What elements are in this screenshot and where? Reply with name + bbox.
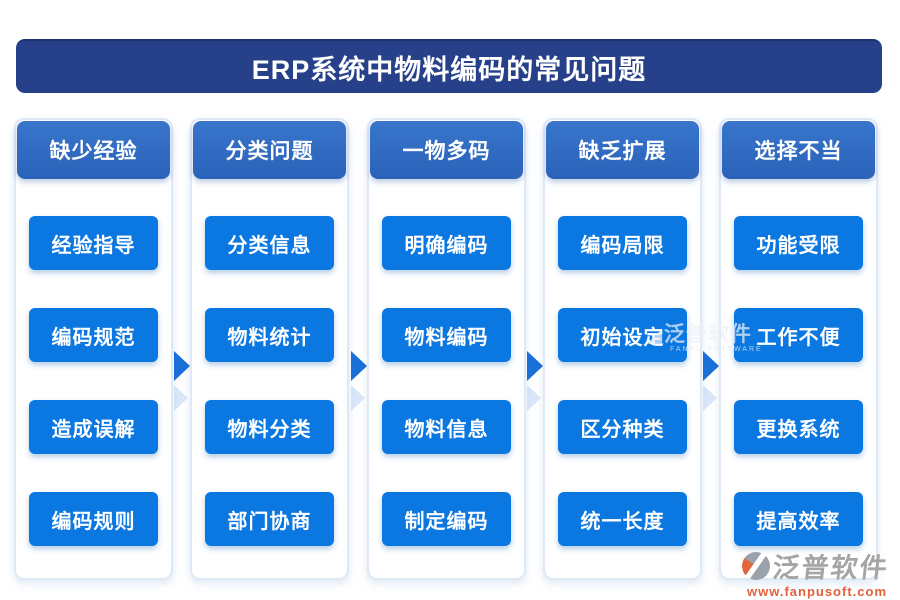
item-button: 物料统计 — [205, 308, 334, 362]
arrow-right-icon — [703, 351, 719, 381]
item-button: 分类信息 — [205, 216, 334, 270]
item-button: 物料分类 — [205, 400, 334, 454]
item-button: 制定编码 — [382, 492, 511, 546]
arrow-right-icon — [174, 351, 190, 381]
column-header: 选择不当 — [722, 121, 875, 179]
item-button: 经验指导 — [29, 216, 158, 270]
item-button: 明确编码 — [382, 216, 511, 270]
item-button: 提高效率 — [734, 492, 863, 546]
column-card-2: 分类问题 分类信息 物料统计 物料分类 部门协商 — [190, 118, 349, 580]
item-button: 初始设定 — [558, 308, 687, 362]
item-button: 物料信息 — [382, 400, 511, 454]
arrow-right-icon — [527, 351, 543, 381]
item-button: 编码规范 — [29, 308, 158, 362]
column-header: 一物多码 — [370, 121, 523, 179]
column-card-1: 缺少经验 经验指导 编码规范 造成误解 编码规则 — [14, 118, 173, 580]
column-card-3: 一物多码 明确编码 物料编码 物料信息 制定编码 — [367, 118, 526, 580]
arrow-reflection — [174, 385, 188, 411]
item-button: 编码规则 — [29, 492, 158, 546]
item-button: 工作不便 — [734, 308, 863, 362]
item-button: 编码局限 — [558, 216, 687, 270]
item-button: 功能受限 — [734, 216, 863, 270]
arrow-reflection — [351, 385, 365, 411]
item-button: 部门协商 — [205, 492, 334, 546]
page-title: ERP系统中物料编码的常见问题 — [16, 39, 882, 93]
arrow-reflection — [527, 385, 541, 411]
item-button: 更换系统 — [734, 400, 863, 454]
item-button: 统一长度 — [558, 492, 687, 546]
item-button: 区分种类 — [558, 400, 687, 454]
column-card-4: 缺乏扩展 编码局限 初始设定 区分种类 统一长度 — [543, 118, 702, 580]
item-button: 物料编码 — [382, 308, 511, 362]
column-header: 缺乏扩展 — [546, 121, 699, 179]
column-header: 缺少经验 — [17, 121, 170, 179]
item-button: 造成误解 — [29, 400, 158, 454]
arrow-reflection — [703, 385, 717, 411]
arrow-right-icon — [351, 351, 367, 381]
column-card-5: 选择不当 功能受限 工作不便 更换系统 提高效率 — [719, 118, 878, 580]
fanpu-logo-icon — [742, 551, 770, 580]
brand-url: www.fanpusoft.com — [746, 584, 888, 599]
brand-name: 泛普软件 — [771, 553, 891, 583]
brand-logo: 泛普软件 www.fanpusoft.com — [742, 546, 892, 599]
column-header: 分类问题 — [193, 121, 346, 179]
